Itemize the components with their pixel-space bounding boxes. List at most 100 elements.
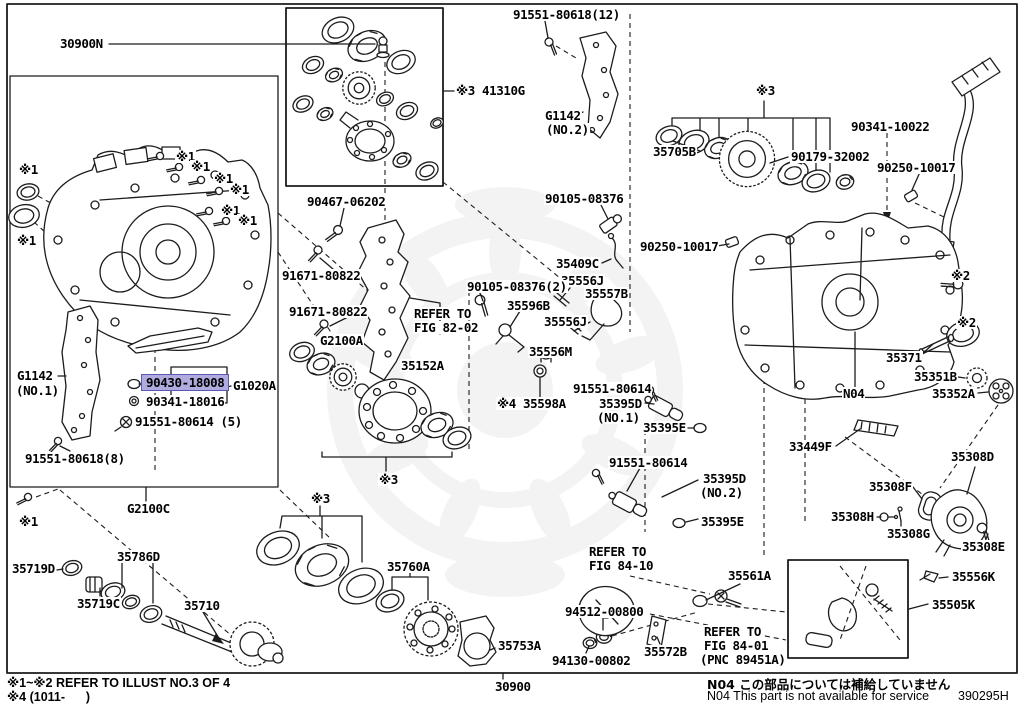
- part-label-90467-06202: 90467-06202: [306, 194, 387, 209]
- footnote-n04-japanese: N04 この部品については補給していません: [707, 677, 951, 692]
- part-label-35308f: 35308F: [868, 479, 913, 494]
- part-label-35308d: 35308D: [950, 449, 995, 464]
- part-label-35395d: 35395D: [598, 396, 643, 411]
- part-label-33449f: 33449F: [788, 439, 833, 454]
- part-label-91551-80614: 91551-80614: [572, 381, 653, 396]
- part-label-fig-84-01: FIG 84-01: [703, 638, 770, 653]
- part-label-1: ※1: [213, 171, 234, 186]
- part-label-91671-80822: 91671-80822: [288, 304, 369, 319]
- part-label-35596b: 35596B: [506, 298, 551, 313]
- footnote-refer-illust: ※1~※2 REFER TO ILLUST NO.3 OF 4: [7, 676, 231, 690]
- part-label-1: ※1: [175, 149, 196, 164]
- part-label-no-2: (NO.2): [699, 485, 744, 500]
- part-label-no-1: (NO.1): [15, 383, 60, 398]
- part-label-1: ※1: [16, 233, 37, 248]
- detent-kit-35505k-drawing: [805, 566, 900, 648]
- part-label-pnc-89451a: (PNC 89451A): [699, 652, 787, 667]
- part-label-35556j: 35556J: [560, 273, 605, 288]
- part-label-91671-80822: 91671-80822: [281, 268, 362, 283]
- part-label-refer-to: REFER TO: [703, 624, 763, 639]
- part-label-35760a: 35760A: [386, 559, 431, 574]
- part-label-90250-10017: 90250-10017: [639, 239, 720, 254]
- part-label-g1142: G1142: [16, 368, 54, 383]
- counter-gear-train-drawing: [652, 101, 857, 197]
- part-label-refer-to: REFER TO: [588, 544, 648, 559]
- part-label-35395e: 35395E: [642, 420, 687, 435]
- part-label-1: ※1: [18, 514, 39, 529]
- output-shaft-group-drawing: [59, 557, 283, 666]
- part-label-3: ※3: [755, 83, 776, 98]
- part-label-g2100a: G2100A: [319, 333, 364, 348]
- part-label-fig-84-10: FIG 84-10: [588, 558, 655, 573]
- part-label-91551-80618-8: 91551-80618(8): [24, 451, 126, 466]
- part-label-35710: 35710: [183, 598, 221, 613]
- part-label-35505k: 35505K: [931, 597, 976, 612]
- part-label-3: ※3: [378, 472, 399, 487]
- part-label-30900n: 30900N: [59, 36, 104, 51]
- detent-kit-box: [788, 560, 908, 658]
- part-label-35308e: 35308E: [961, 539, 1006, 554]
- breather-plug-30900n-drawing: [377, 37, 389, 58]
- footnote-n04-english: N04 This part is not available for servi…: [707, 689, 930, 703]
- part-label-90179-32002: 90179-32002: [790, 149, 871, 164]
- valve-plate-g1142-no1-drawing: [15, 306, 227, 510]
- part-label-2: ※2: [956, 315, 977, 330]
- part-label-35753a: 35753A: [497, 638, 542, 653]
- part-label-35557b: 35557B: [584, 286, 629, 301]
- part-label-35705b: 35705B: [652, 144, 697, 159]
- part-label-35351b: 35351B: [913, 369, 958, 384]
- part-label-90105-08376-2: 90105-08376(2): [466, 279, 568, 294]
- part-label-90341-10022: 90341-10022: [850, 119, 931, 134]
- part-label-90341-18016: 90341-18016: [145, 394, 226, 409]
- footnote-date-range: ※4 (1011- ): [7, 690, 91, 704]
- part-label-30900: 30900: [494, 679, 532, 694]
- part-label-1: ※1: [18, 162, 39, 177]
- part-label-91551-80614-5: 91551-80614 (5): [134, 414, 243, 429]
- part-label-n04: N04: [842, 386, 866, 401]
- part-label-1: ※1: [220, 203, 241, 218]
- part-label-g2100c: G2100C: [126, 501, 171, 516]
- part-label-90430-18008[interactable]: 90430-18008: [141, 374, 230, 391]
- drawing-code: 390295H: [958, 689, 1009, 703]
- part-label-35152a: 35152A: [400, 358, 445, 373]
- part-label-35719c: 35719C: [76, 596, 121, 611]
- shift-fork-small-parts: [469, 212, 739, 527]
- part-label-35786d: 35786D: [116, 549, 161, 564]
- part-label-35395d: 35395D: [702, 471, 747, 486]
- part-label-35352a: 35352A: [931, 386, 976, 401]
- part-label-94512-00800: 94512-00800: [564, 604, 645, 619]
- part-label-35371: 35371: [885, 350, 923, 365]
- part-label-90105-08376: 90105-08376: [544, 191, 625, 206]
- part-label-fig-82-02: FIG 82-02: [413, 320, 480, 335]
- part-label-35719d: 35719D: [11, 561, 56, 576]
- part-label-94130-00802: 94130-00802: [551, 653, 632, 668]
- right-side-small-parts: [854, 273, 1013, 436]
- part-label-35556k: 35556K: [951, 569, 996, 584]
- part-label-no-2: (NO.2): [545, 122, 590, 137]
- part-label-35308g: 35308G: [886, 526, 931, 541]
- part-label-g1020a: G1020A: [232, 378, 277, 393]
- differential-assembly-drawing: [286, 338, 475, 471]
- part-label-1: ※1: [237, 213, 258, 228]
- leader-lines: [57, 21, 988, 679]
- part-label-1: ※1: [229, 182, 250, 197]
- gasket-kit-box: [10, 76, 278, 487]
- part-label-4-35598a: ※4 35598A: [496, 396, 567, 411]
- part-label-no-1: (NO.1): [596, 410, 641, 425]
- part-label-35395e: 35395E: [700, 514, 745, 529]
- part-label-refer-to: REFER TO: [413, 306, 473, 321]
- diagram-border: [7, 4, 1017, 673]
- part-label-35308h: 35308H: [830, 509, 875, 524]
- part-label-90250-10017: 90250-10017: [876, 160, 957, 175]
- bearing-set-and-hub-drawing: [250, 506, 496, 666]
- part-label-91551-80614: 91551-80614: [608, 455, 689, 470]
- part-label-35561a: 35561A: [727, 568, 772, 583]
- valve-plate-g1142-no2-drawing: [540, 32, 618, 138]
- part-label-2: ※2: [950, 268, 971, 283]
- bearing-kit-41310g-drawing: [289, 11, 446, 185]
- part-label-35409c: 35409C: [555, 256, 600, 271]
- part-label-g1142: G1142: [544, 108, 582, 123]
- part-label-35556j: 35556J: [543, 314, 588, 329]
